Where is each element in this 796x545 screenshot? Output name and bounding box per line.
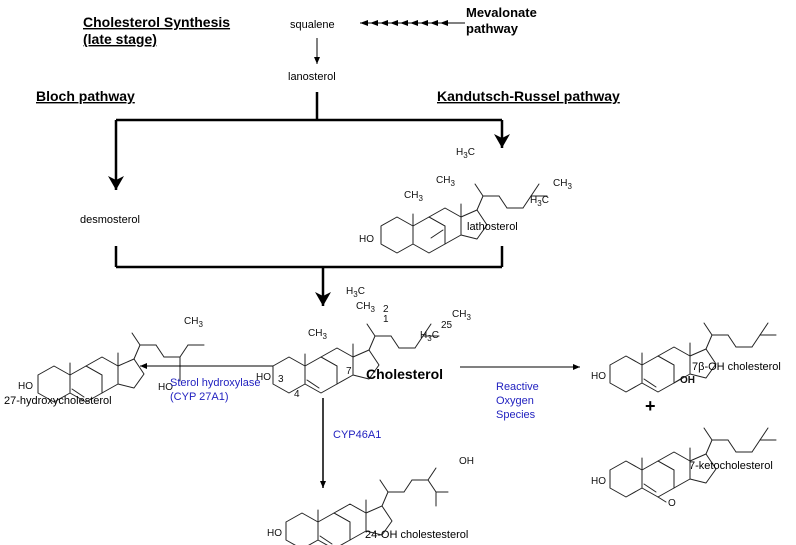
sterol-hydroxylase-label: Sterol hydroxylase bbox=[170, 377, 261, 389]
lathosterol-label: lathosterol bbox=[467, 221, 518, 233]
title-line1: Cholesterol Synthesis bbox=[83, 14, 230, 30]
oh24-label: 24-OH cholestesterol bbox=[365, 529, 468, 541]
branch-lines bbox=[108, 92, 510, 190]
hydroxycholesterol-27-structure: HO bbox=[18, 332, 205, 403]
hydroxy27-ho: HO bbox=[158, 382, 173, 393]
cholesterol-label: Cholesterol bbox=[366, 366, 443, 382]
svg-text:HO: HO bbox=[359, 234, 374, 245]
cyp46a1-label: CYP46A1 bbox=[333, 429, 381, 441]
cyp27a1-label: (CYP 27A1) bbox=[170, 391, 229, 403]
svg-text:HO: HO bbox=[591, 476, 606, 487]
cholesterol-ch3-c: CH3 bbox=[452, 309, 471, 322]
carbon-25: 25 bbox=[441, 320, 453, 331]
svg-text:HO: HO bbox=[591, 371, 606, 382]
oh24-cholesterol-structure: HO bbox=[267, 467, 449, 545]
cholesterol-h3c-bottom: H3C bbox=[420, 330, 439, 343]
ketocholesterol-structure: HO O bbox=[591, 427, 777, 509]
carbon-3: 3 bbox=[278, 374, 284, 385]
bloch-pathway-heading: Bloch pathway bbox=[36, 88, 135, 104]
svg-text:HO: HO bbox=[18, 381, 33, 392]
oh7b-label: 7β-OH cholesterol bbox=[692, 361, 781, 373]
title-line2: (late stage) bbox=[83, 31, 157, 47]
svg-text:HO: HO bbox=[256, 372, 271, 383]
carbon-7: 7 bbox=[346, 366, 352, 377]
squalene-label: squalene bbox=[290, 19, 335, 31]
cholesterol-ch3-a: CH3 bbox=[308, 328, 327, 341]
mevalonate-label-2: pathway bbox=[466, 21, 519, 36]
plus-sign: + bbox=[645, 396, 656, 416]
svg-text:HO: HO bbox=[267, 528, 282, 539]
lathosterol-ch3-1: CH3 bbox=[436, 175, 455, 188]
lathosterol-ch3-3: CH3 bbox=[553, 178, 572, 191]
lathosterol-structure: HO bbox=[359, 183, 548, 254]
mevalonate-arrow bbox=[360, 20, 465, 26]
ros-label-1: Reactive bbox=[496, 381, 539, 393]
desmosterol-label: desmosterol bbox=[80, 214, 140, 226]
ros-label-3: Species bbox=[496, 409, 536, 421]
svg-text:OH: OH bbox=[680, 375, 695, 386]
mevalonate-label-1: Mevalonate bbox=[466, 5, 537, 20]
merge-lines bbox=[114, 246, 504, 306]
hydroxy27-ch3: CH3 bbox=[184, 316, 203, 329]
svg-text:O: O bbox=[668, 498, 676, 509]
ros-label-2: Oxygen bbox=[496, 395, 534, 407]
carbon-1: 1 bbox=[383, 314, 389, 325]
lanosterol-label: lanosterol bbox=[288, 71, 336, 83]
cholesterol-h3c-top: H3C bbox=[346, 286, 365, 299]
cholesterol-ch3-b: CH3 bbox=[356, 301, 375, 314]
carbon-4: 4 bbox=[294, 389, 300, 400]
oh7b-cholesterol-structure: HO OH bbox=[591, 322, 777, 393]
cholesterol-structure: HO bbox=[256, 323, 440, 394]
oh24-oh: OH bbox=[459, 456, 474, 467]
hydroxy27-label: 27-hydroxycholesterol bbox=[4, 395, 112, 407]
carbon-2: 2 bbox=[383, 304, 389, 315]
lathosterol-ch3-2: CH3 bbox=[404, 190, 423, 203]
lathosterol-h3c-2: H3C bbox=[530, 195, 549, 208]
keto7-label: 7-ketocholesterol bbox=[689, 460, 773, 472]
lathosterol-h3c: H3C bbox=[456, 147, 475, 160]
kandutsch-pathway-heading: Kandutsch-Russel pathway bbox=[437, 88, 620, 104]
